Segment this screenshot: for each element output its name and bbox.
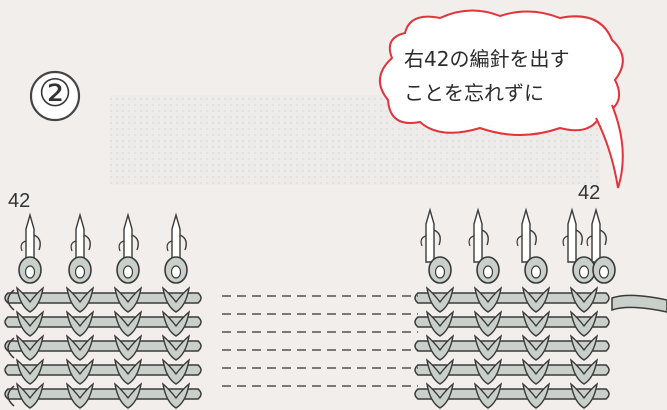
yarn-row [4, 364, 202, 376]
knitting-needle [562, 207, 583, 263]
knit-stitch [65, 286, 95, 313]
knit-stitch [569, 286, 599, 313]
yarn-row [414, 364, 610, 376]
knit-stitch [15, 358, 45, 385]
knitting-needle [586, 207, 607, 263]
knit-stitch [15, 382, 45, 409]
knit-stitch [113, 286, 143, 313]
knit-stitch [65, 358, 95, 385]
knit-stitch [473, 358, 503, 385]
knit-stitch [569, 382, 599, 409]
knitting-needle [420, 207, 441, 263]
knit-stitch [569, 334, 599, 361]
knit-stitch [113, 358, 143, 385]
callout-line-1: 右42の編針を出す [404, 47, 569, 71]
knit-stitch [113, 382, 143, 409]
knit-stitch [113, 310, 143, 337]
left-knit-fabric [4, 212, 202, 409]
knit-stitch [473, 286, 503, 313]
knit-stitch [425, 286, 455, 313]
right-needle-label: 42 [578, 182, 600, 204]
knit-stitch [425, 382, 455, 409]
knit-stitch [65, 310, 95, 337]
yarn-row [4, 388, 202, 400]
knit-stitch [473, 382, 503, 409]
svg-text:②: ② [38, 73, 72, 115]
knit-stitch [473, 310, 503, 337]
knit-stitch [161, 334, 191, 361]
right-knit-fabric [414, 207, 616, 409]
gap-dashed-lines [222, 295, 418, 387]
knit-stitch [65, 334, 95, 361]
working-yarn [611, 294, 667, 313]
knit-stitch [569, 358, 599, 385]
knit-stitch [521, 310, 551, 337]
knit-stitch [65, 382, 95, 409]
yarn-row [414, 340, 610, 352]
knit-stitch [15, 334, 45, 361]
knit-stitch [425, 334, 455, 361]
left-needle-label: 42 [8, 190, 30, 212]
knit-stitch [113, 334, 143, 361]
yarn-row [4, 292, 202, 304]
knitting-needle [468, 207, 489, 263]
knit-stitch [425, 310, 455, 337]
yarn-row [4, 340, 202, 352]
knitting-needle [118, 212, 139, 269]
knit-stitch [15, 286, 45, 313]
knit-stitch [161, 382, 191, 409]
callout-line-2: ことを忘れずに [404, 81, 544, 105]
yarn-row [414, 292, 610, 304]
knit-stitch [425, 358, 455, 385]
yarn-row [414, 316, 610, 328]
knit-stitch [521, 382, 551, 409]
knit-stitch [15, 310, 45, 337]
step-number: ② [29, 70, 81, 122]
knit-stitch [521, 286, 551, 313]
selvedge [7, 289, 15, 407]
callout-bubble: 右42の編針を出す ことを忘れずに [379, 9, 624, 189]
yarn-row [4, 316, 202, 328]
knit-stitch [521, 334, 551, 361]
knit-stitch [161, 358, 191, 385]
knit-stitch [473, 334, 503, 361]
knit-stitch [569, 310, 599, 337]
yarn-row [414, 388, 610, 400]
knit-stitch [161, 310, 191, 337]
knit-stitch [521, 358, 551, 385]
knitting-needle [516, 207, 537, 263]
knit-stitch [161, 286, 191, 313]
yarn-tail [611, 294, 667, 313]
